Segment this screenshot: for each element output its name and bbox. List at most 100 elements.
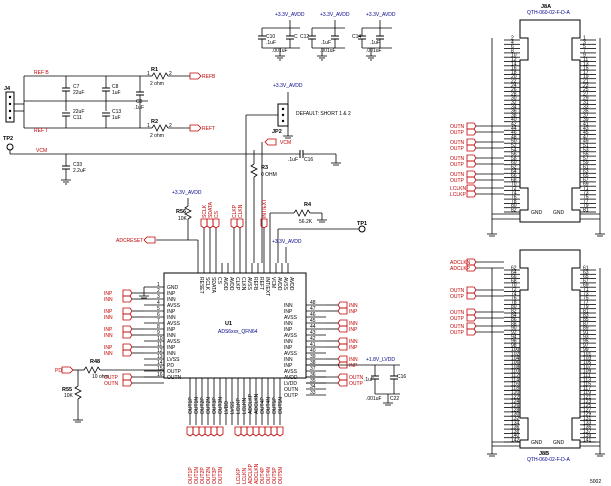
connector-pin-num: 68 <box>511 278 517 284</box>
connector-pin-num: 32 <box>511 100 517 106</box>
u1-pin-num: 9 <box>157 330 160 336</box>
cap-val-c22: .001uF <box>366 396 382 402</box>
u1-pin-name: INP <box>284 345 293 351</box>
net-flag-bottom-label: OUT2N <box>206 467 212 484</box>
connector-pin-num: 61 <box>583 266 589 272</box>
connector-pin-num: 44 <box>511 126 517 132</box>
u1-pin-num: 12 <box>157 348 163 354</box>
net-flag-u1-left-label: INP <box>104 309 113 315</box>
connector-pin-num: 81 <box>583 309 589 315</box>
net-flag-connector: OUTN <box>450 286 477 294</box>
connector-pin-num: 74 <box>511 190 517 196</box>
j4-ref: J4 <box>4 86 11 92</box>
u1-pin-num: 42 <box>310 336 316 342</box>
u1-pin-name: AVSS <box>282 277 288 291</box>
connector-pin-num: 83 <box>583 313 589 319</box>
connector-pin-num: 49 <box>583 139 589 145</box>
cap-val-c12: .1uF <box>321 40 331 46</box>
u1-pin-num: 1 <box>157 282 160 288</box>
net-flag-bottom-label: LCLKN <box>242 467 248 484</box>
u1-pin-name: OUT2N <box>206 397 212 414</box>
u1-pin-name: INP <box>167 291 176 297</box>
connector-pin-num: 107 <box>583 364 592 370</box>
u1-pin-name: LVDD <box>284 381 297 387</box>
connector-pin-num: 70 <box>511 283 517 289</box>
cap-ref-c33: C33 <box>73 162 82 168</box>
connector-pin-num: 95 <box>583 339 589 345</box>
cap-val-vcm: .1uF <box>288 157 298 163</box>
net-flag-connector-label: OUTN <box>450 140 465 146</box>
u1-pin-name: OUT1N <box>194 397 200 414</box>
connector-pin-num: 18 <box>511 70 517 76</box>
connector-pin-num: 14 <box>511 61 517 67</box>
connector-pin-num: 34 <box>511 104 517 110</box>
net-flag-u1-right: INP <box>337 325 358 333</box>
connector-pin-num: 73 <box>583 291 589 297</box>
net-flag-u1-left: INN <box>104 331 133 339</box>
header-j4[interactable] <box>5 91 15 123</box>
u1-pin-name: INP <box>167 309 176 315</box>
net-flag-bottom: LCLKP <box>234 426 242 484</box>
net-flag-connector: OUTP <box>450 128 477 136</box>
cap-val-c13: 1uF <box>112 115 121 121</box>
net-flag-connector: OUTP <box>450 176 477 184</box>
u1-pin-name: AVSS <box>284 315 298 321</box>
net-flag-u1-left-label: INN <box>104 315 113 321</box>
u1-pin-name: OUT3P <box>212 397 218 414</box>
u1-pin-name: SCLK <box>204 277 210 291</box>
lvdd-rail-label: +1.8V_LVDD <box>366 357 395 363</box>
res-val-r2: 2 ohm <box>150 133 164 139</box>
u1-pin-name: REFT <box>258 277 264 290</box>
net-flag-reft: REFT <box>189 124 215 132</box>
testpoint-tp2[interactable] <box>6 143 14 151</box>
u1-pin-name: AVSS <box>246 277 252 291</box>
net-flag-outn-right-label: OUTN <box>349 375 364 381</box>
connector-pin-num: 127 <box>583 407 592 413</box>
net-flag-outp-left-label: OUTP <box>104 375 119 381</box>
connector-pin-num: 12 <box>511 57 517 63</box>
u1-pin-name: INP <box>284 327 293 333</box>
net-flag-bottom-label: OUT5N <box>278 467 284 484</box>
connector-pin-num: 73 <box>583 190 589 196</box>
net-flag-connector-label: OUTN <box>450 124 465 130</box>
res-val-r1: 2 ohm <box>150 81 164 87</box>
connector-pin-num: 114 <box>511 377 519 383</box>
connector-pin-num: 77 <box>583 300 589 306</box>
connector-pin-num: 48 <box>511 134 517 140</box>
figure-id: 5002 <box>590 479 601 485</box>
connector-pin-num: 53 <box>583 147 589 153</box>
net-flag-pd: PD <box>55 366 74 374</box>
net-flag-u1-right-label: INN <box>349 321 358 327</box>
net-flag-u1-left: INP <box>104 343 133 351</box>
u1-pin-name: OUT1P <box>188 397 194 414</box>
u1-pin-name: AVDD <box>288 277 294 291</box>
u1-pin-name: OUTN <box>167 375 182 381</box>
net-flag-connector: OUTP <box>450 160 477 168</box>
res-val-r48: 10 ohm <box>92 374 109 380</box>
j8b-body <box>519 249 581 449</box>
res-ref-r4: R4 <box>304 202 312 208</box>
j8b-part: QTH-060-02-F-D-A <box>527 457 570 463</box>
u1-pin-num: 45 <box>310 318 316 324</box>
u1-pin-name: CLKP <box>234 277 240 291</box>
connector-pin-num: 41 <box>583 122 589 128</box>
connector-pin-num: 64 <box>511 270 517 276</box>
cap-val-c7: 22uF <box>73 90 84 96</box>
u1-pin-num: 36 <box>310 372 316 378</box>
svg-text:REFB: REFB <box>202 74 216 80</box>
net-flag-bottom-label: ADCLKN <box>254 463 260 484</box>
res-ref-r56: R56 <box>176 209 186 215</box>
connector-pin-num: 71 <box>583 287 589 293</box>
connector-pin-num: 139 <box>583 433 592 439</box>
net-flag-outn-left: OUTN <box>104 379 133 387</box>
jp2-ref: JP2 <box>272 129 282 135</box>
net-flag-connector-label: OUTN <box>450 324 465 330</box>
cap-val-c8: 1uF <box>112 90 121 96</box>
net-flag-u1-left-label: INN <box>104 333 113 339</box>
u1-pin-num: 35 <box>310 378 316 384</box>
net-flag-outp-left: OUTP <box>104 373 133 381</box>
